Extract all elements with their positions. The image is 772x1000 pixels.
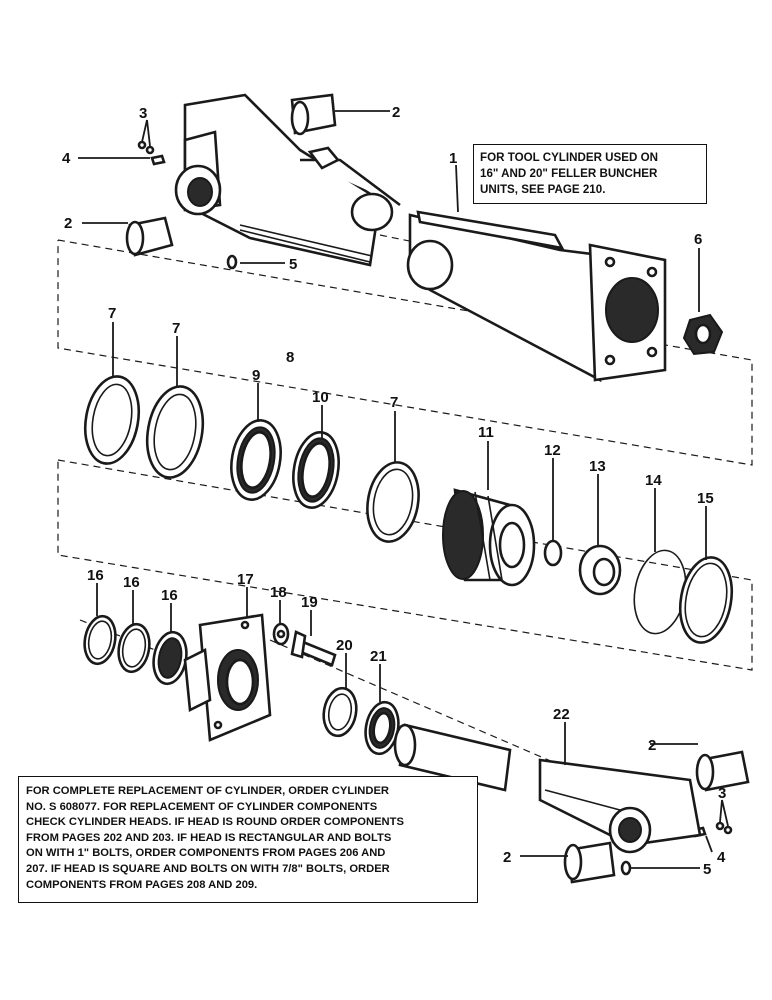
note-line: ON WITH 1" BOLTS, ORDER COMPONENTS FROM … <box>26 847 386 860</box>
note-line: FOR COMPLETE REPLACEMENT OF CYLINDER, OR… <box>26 785 389 797</box>
complete-replacement-note: FOR COMPLETE REPLACEMENT OF CYLINDER, OR… <box>18 776 478 903</box>
callout-22: 22 <box>553 706 570 723</box>
callout-5-bottom: 5 <box>703 861 711 878</box>
upper-seal-rings <box>83 375 420 543</box>
piston <box>442 488 536 587</box>
callout-2-right: 2 <box>648 737 656 754</box>
callout-7-third: 7 <box>390 394 398 411</box>
note-line: COMPONENTS FROM PAGES 208 AND 209. <box>26 878 258 891</box>
callout-9: 9 <box>252 367 260 384</box>
note-line: FOR TOOL CYLINDER USED ON <box>480 151 658 164</box>
callout-7-first: 7 <box>108 305 116 322</box>
tool-cylinder-note: FOR TOOL CYLINDER USED ON 16" AND 20" FE… <box>473 144 707 204</box>
callout-19: 19 <box>301 594 318 611</box>
callout-6: 6 <box>694 231 702 248</box>
callout-18: 18 <box>270 584 287 601</box>
callout-21: 21 <box>370 648 387 665</box>
callout-16-second: 16 <box>123 574 140 591</box>
callout-2-left: 2 <box>64 215 72 232</box>
callout-11: 11 <box>478 424 494 441</box>
note-line: UNITS, SEE PAGE 210. <box>480 183 606 196</box>
small-hardware <box>137 140 733 876</box>
axis-line-lower-right <box>269 639 561 766</box>
rod-seals <box>322 686 400 756</box>
callout-2-bottom: 2 <box>503 849 511 866</box>
callout-17: 17 <box>237 571 254 588</box>
callout-3-top: 3 <box>139 105 147 122</box>
callout-3-bottom: 3 <box>718 785 726 802</box>
note-line: FROM PAGES 202 AND 203. IF HEAD IS RECTA… <box>26 831 392 844</box>
leader-lines <box>78 110 729 869</box>
note-line: 16" AND 20" FELLER BUNCHER <box>480 167 658 180</box>
bushings <box>125 93 750 884</box>
callout-14: 14 <box>645 472 662 489</box>
callout-4-bottom: 4 <box>717 849 726 866</box>
cylinder-barrel-end <box>174 93 401 267</box>
piston-rod <box>393 723 702 854</box>
note-line: NO. S 608077. FOR REPLACEMENT OF CYLINDE… <box>26 800 378 813</box>
callout-1: 1 <box>449 150 457 167</box>
callout-5-top: 5 <box>289 256 297 273</box>
note-line: 207. IF HEAD IS SQUARE AND BOLTS ON WITH… <box>26 862 390 875</box>
callout-8: 8 <box>286 349 294 366</box>
gland-assembly <box>83 613 337 742</box>
callout-16-third: 16 <box>161 587 178 604</box>
callout-12: 12 <box>544 442 561 459</box>
callout-labels: 1 2 2 2 2 3 3 4 4 5 5 6 7 7 7 8 9 10 11 … <box>62 104 726 878</box>
callout-20: 20 <box>336 637 353 654</box>
callout-10: 10 <box>312 389 329 406</box>
cylinder-tube <box>406 210 667 383</box>
callout-2-top: 2 <box>392 104 400 121</box>
callout-13: 13 <box>589 458 606 475</box>
callout-4-top: 4 <box>62 150 71 167</box>
piston-seals <box>543 539 734 644</box>
callout-7-second: 7 <box>172 320 180 337</box>
callout-16-first: 16 <box>87 567 104 584</box>
note-line: CHECK CYLINDER HEADS. IF HEAD IS ROUND O… <box>26 816 404 829</box>
callout-15: 15 <box>697 490 714 507</box>
